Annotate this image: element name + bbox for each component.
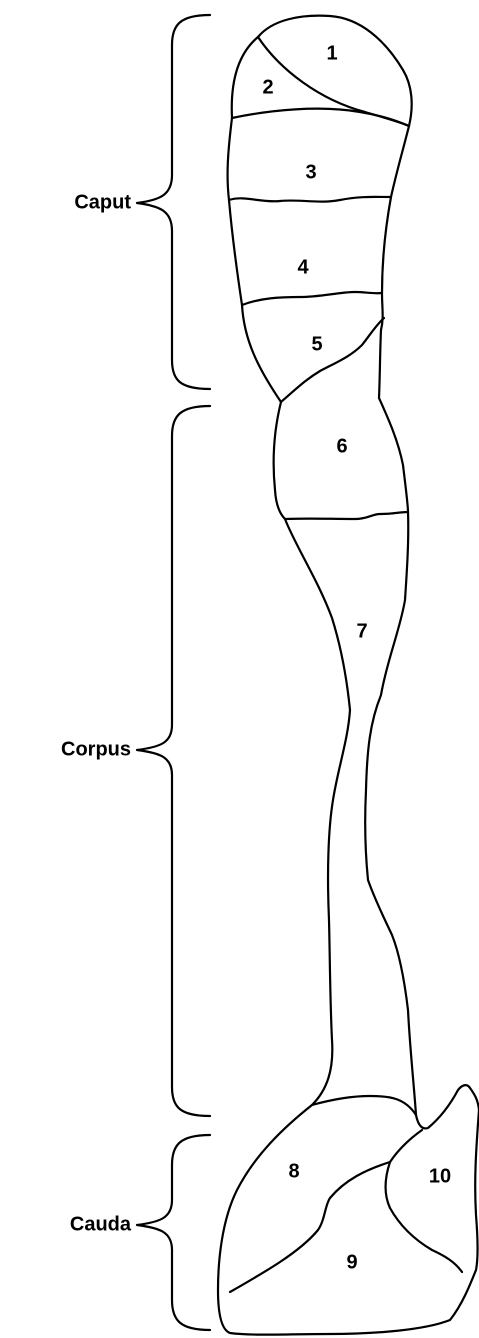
region-label-caput: Caput — [74, 191, 131, 213]
segment-dividers — [229, 37, 462, 1292]
divider-3-4 — [229, 197, 391, 202]
divider-6-7 — [285, 512, 408, 519]
cauda-brace — [137, 1135, 210, 1330]
segment-label-9: 9 — [346, 1251, 357, 1273]
divider-8-10 — [386, 1130, 463, 1272]
region-braces — [137, 15, 210, 1330]
epididymis-outline — [218, 16, 479, 1335]
segment-label-2: 2 — [262, 76, 273, 98]
corpus-brace — [137, 406, 210, 1116]
segment-label-8: 8 — [288, 1160, 299, 1182]
region-label-corpus: Corpus — [61, 738, 131, 760]
divider-8-9 — [230, 1162, 390, 1292]
divider-4-5 — [242, 292, 382, 305]
divider-2-3 — [232, 109, 409, 126]
segment-label-1: 1 — [326, 42, 337, 64]
segment-label-7: 7 — [356, 620, 367, 642]
segment-label-3: 3 — [305, 161, 316, 183]
region-label-cauda: Cauda — [70, 1213, 132, 1235]
segment-labels: 1 2 3 4 5 6 7 8 9 10 — [262, 42, 451, 1273]
divider-5-6 — [281, 318, 384, 402]
segment-label-4: 4 — [297, 256, 309, 278]
segment-label-10: 10 — [429, 1165, 451, 1187]
segment-label-6: 6 — [336, 435, 347, 457]
divider-7-8 — [312, 1096, 416, 1115]
caput-brace — [137, 15, 210, 389]
segment-label-5: 5 — [311, 333, 322, 355]
